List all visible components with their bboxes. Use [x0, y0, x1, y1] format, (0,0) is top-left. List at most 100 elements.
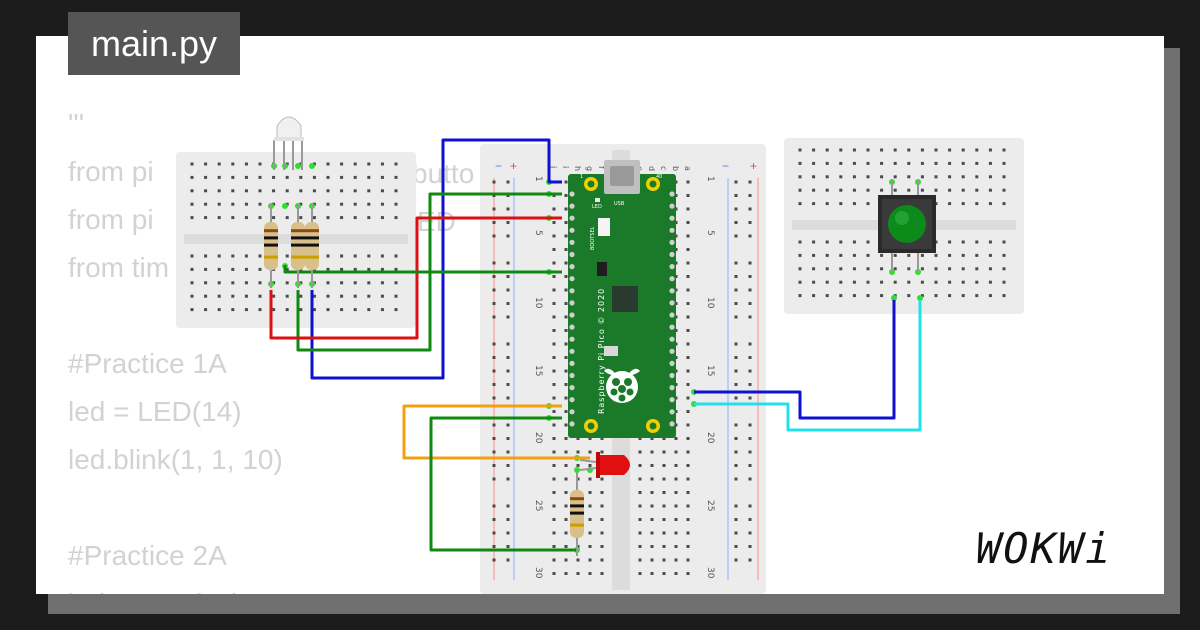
row-number-label: 25: [705, 500, 715, 511]
pico-pin[interactable]: [569, 324, 575, 330]
wire-green-ground[interactable]: [283, 265, 562, 274]
pico-pin[interactable]: [669, 409, 675, 415]
pico-pin[interactable]: [669, 324, 675, 330]
pico-pin[interactable]: [669, 264, 675, 270]
column-label: b: [671, 166, 680, 171]
pico-pin[interactable]: [669, 215, 675, 221]
code-line: led = LED(14): [68, 580, 283, 594]
pico-pin[interactable]: [569, 215, 575, 221]
pico-pin[interactable]: [569, 239, 575, 245]
pico-pin[interactable]: [669, 360, 675, 366]
wire-blue-rgb[interactable]: [310, 138, 562, 380]
rail-minus-label: −: [495, 159, 502, 173]
pico-pin[interactable]: [569, 385, 575, 391]
code-line: from tim: [68, 252, 170, 283]
resistor-icon[interactable]: [305, 204, 319, 288]
pico-pin[interactable]: [669, 203, 675, 209]
code-line: #Practice 1A: [68, 348, 227, 379]
pin-1-label: 1: [580, 174, 583, 180]
column-label: h: [573, 166, 582, 171]
wire-orange-led[interactable]: [402, 404, 590, 460]
bootsel-label: BOOTSEL: [590, 226, 596, 250]
pushbutton-icon[interactable]: [878, 180, 936, 272]
column-label: j: [549, 165, 558, 168]
row-number-label: 15: [533, 365, 543, 376]
pico-pin[interactable]: [669, 191, 675, 197]
row-number-label: 20: [533, 432, 543, 444]
wire-blue-button[interactable]: [694, 300, 896, 420]
code-line: ''': [68, 108, 85, 139]
resistor-icon[interactable]: [570, 472, 584, 556]
pico-pin[interactable]: [669, 227, 675, 233]
row-number-label: 10: [533, 297, 543, 309]
pico-pin[interactable]: [569, 372, 575, 379]
rail-plus-label: +: [750, 159, 757, 173]
pico-pin[interactable]: [569, 336, 575, 342]
pico-pin[interactable]: [569, 348, 575, 354]
code-line: led = LED(14): [68, 396, 242, 427]
status-led: [595, 198, 600, 202]
resistor-icon[interactable]: [264, 204, 278, 288]
rail-minus-label: −: [722, 159, 729, 173]
pico-pin[interactable]: [669, 336, 675, 342]
rgb-led-icon[interactable]: [273, 116, 304, 170]
row-number-label: 10: [705, 297, 715, 309]
column-label: c: [659, 166, 668, 170]
pico-pin[interactable]: [669, 348, 675, 354]
row-number-label: 1: [533, 176, 543, 182]
pico-pin[interactable]: [569, 360, 575, 366]
bootsel-button[interactable]: [598, 218, 610, 236]
pico-pin[interactable]: [569, 191, 575, 197]
pico-pin[interactable]: [569, 300, 575, 306]
pico-pin[interactable]: [669, 372, 675, 379]
rp2040-chip: [612, 286, 638, 312]
row-number-label: 25: [533, 500, 543, 511]
column-label: d: [647, 166, 656, 171]
rail-plus-label: +: [510, 159, 517, 173]
pico-pin[interactable]: [569, 409, 575, 415]
pico-pin[interactable]: [569, 276, 575, 282]
column-label: a: [683, 166, 692, 171]
wire-green-led-ground[interactable]: [429, 416, 578, 552]
pico-pin[interactable]: [569, 421, 575, 427]
pico-pin[interactable]: [569, 397, 575, 403]
code-line: led.blink(1, 1, 10): [68, 444, 283, 475]
led-label: LED: [592, 204, 602, 210]
file-tab[interactable]: main.py: [68, 12, 240, 75]
column-label: i: [561, 166, 570, 168]
raspberry-icon: [604, 368, 640, 403]
red-led-icon[interactable]: [579, 452, 630, 478]
wire-green-rgb[interactable]: [296, 192, 562, 352]
row-number-label: 5: [533, 230, 543, 236]
pico-pin[interactable]: [669, 421, 675, 427]
row-number-label: 15: [705, 365, 715, 376]
pico-pin[interactable]: [669, 385, 675, 391]
row-number-label: 5: [705, 230, 715, 236]
pico-pin[interactable]: [669, 239, 675, 245]
pico-pin[interactable]: [669, 288, 675, 294]
board-label: Raspberry Pi Pico © 2020: [597, 288, 606, 414]
pico-pin[interactable]: [569, 312, 575, 318]
pico-pin[interactable]: [669, 300, 675, 306]
resistor-icon[interactable]: [291, 204, 305, 288]
raspberry-pi-pico[interactable]: LED USB 1 40 BOOTSEL Raspberry Pi Pico ©…: [568, 160, 676, 438]
column-label: f: [597, 166, 606, 169]
row-number-label: 20: [705, 432, 715, 444]
code-fragment: ED: [417, 206, 456, 237]
pico-pin[interactable]: [669, 312, 675, 318]
wire-red-rgb[interactable]: [269, 216, 562, 340]
pico-pin[interactable]: [569, 251, 575, 258]
pico-pin[interactable]: [669, 397, 675, 403]
wire-cyan-button[interactable]: [694, 300, 922, 432]
pin-40-label: 40: [656, 174, 662, 180]
pico-pin[interactable]: [569, 227, 575, 233]
pico-pin[interactable]: [569, 288, 575, 294]
wokwi-logo: WOKWi: [976, 524, 1113, 573]
pico-pin[interactable]: [669, 251, 675, 258]
code-background: ''' from pi from pi from tim #Practice 1…: [68, 100, 283, 594]
pico-pin[interactable]: [569, 203, 575, 209]
pico-pin[interactable]: [669, 276, 675, 282]
pico-pin[interactable]: [569, 264, 575, 270]
code-line: from pi: [68, 204, 154, 235]
